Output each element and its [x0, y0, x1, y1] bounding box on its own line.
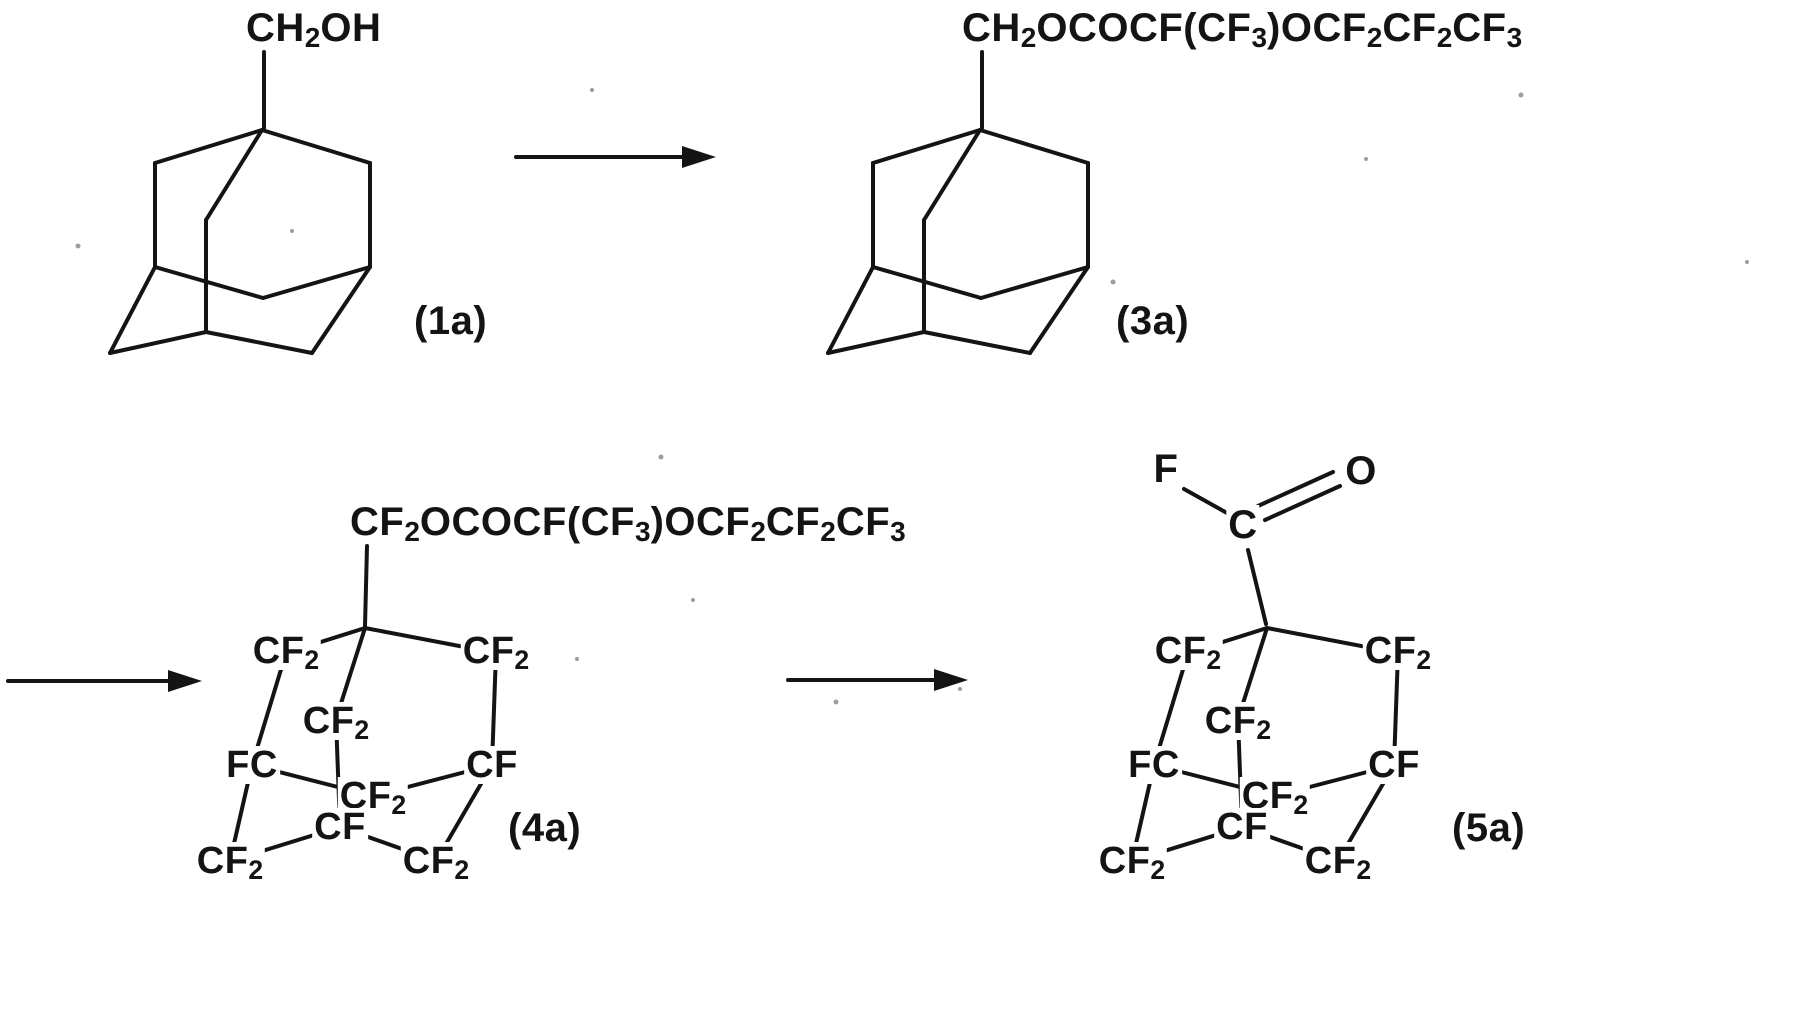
atom-label-cf2-upper-left-5a: CF2	[1152, 630, 1224, 675]
scan-noise	[75, 88, 1749, 705]
atom-label-cf2-bottom-left-5a: CF2	[1096, 840, 1168, 885]
reaction-arrow-1	[514, 146, 716, 168]
atom-label-cf2-inner-4a: CF2	[300, 700, 372, 745]
atom-label-cf2-upper-left-4a: CF2	[250, 630, 322, 675]
structure-3a-skeleton	[826, 50, 1090, 355]
formula-1a-substituent: CH2OH	[246, 6, 382, 54]
structure-label-1a: (1a)	[414, 299, 488, 343]
atom-label-cf-right-4a: CF	[464, 744, 520, 786]
atom-label-fc-left-4a: FC	[224, 744, 280, 786]
formula-3a-substituent: CH2OCOCF(CF3)OCF2CF2CF3	[962, 6, 1523, 54]
atom-label-c-acyl-5a: C	[1226, 503, 1260, 547]
atom-label-cf2-bottom-right-5a: CF2	[1302, 840, 1374, 885]
structure-label-5a: (5a)	[1452, 806, 1526, 850]
reaction-arrow-2	[6, 670, 202, 692]
atom-label-cf2-upper-right-5a: CF2	[1362, 630, 1434, 675]
atom-label-cf-right-5a: CF	[1366, 744, 1422, 786]
formula-4a-substituent: CF2OCOCF(CF3)OCF2CF2CF3	[350, 500, 906, 548]
atom-label-cf-inner-low-4a: CF	[312, 806, 368, 848]
atom-label-f-acyl-5a: F	[1151, 447, 1181, 491]
atom-label-fc-left-5a: FC	[1126, 744, 1182, 786]
structure-label-4a: (4a)	[508, 806, 582, 850]
atom-label-cf2-bottom-left-4a: CF2	[194, 840, 266, 885]
atom-label-cf-inner-low-5a: CF	[1214, 806, 1270, 848]
atom-label-o-acyl-5a: O	[1343, 449, 1379, 493]
structure-label-3a: (3a)	[1116, 299, 1190, 343]
atom-label-cf2-inner-5a: CF2	[1202, 700, 1274, 745]
reaction-arrow-3	[786, 669, 968, 691]
atom-label-cf2-bottom-right-4a: CF2	[400, 840, 472, 885]
atom-label-cf2-upper-right-4a: CF2	[460, 630, 532, 675]
structure-1a-skeleton	[108, 50, 372, 355]
